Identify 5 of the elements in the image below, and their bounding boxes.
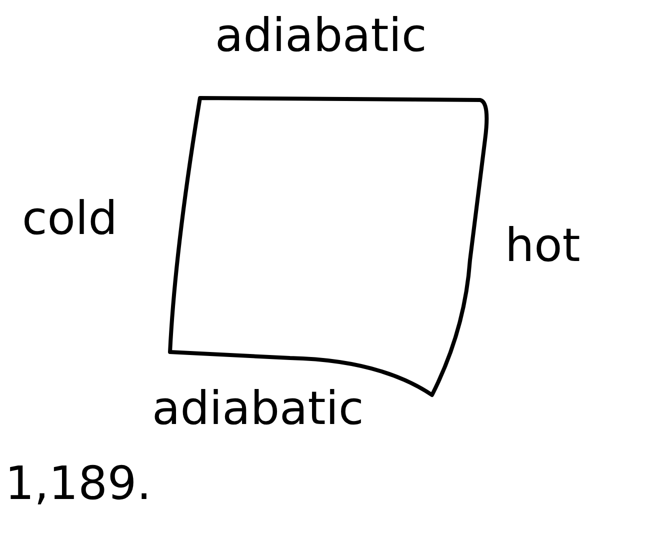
- page-reference: 1,189.: [5, 460, 152, 506]
- side-label: hot: [505, 222, 580, 268]
- side-label: adiabatic: [152, 385, 364, 431]
- side-label: cold: [22, 195, 118, 241]
- side-label: adiabatic: [215, 12, 427, 58]
